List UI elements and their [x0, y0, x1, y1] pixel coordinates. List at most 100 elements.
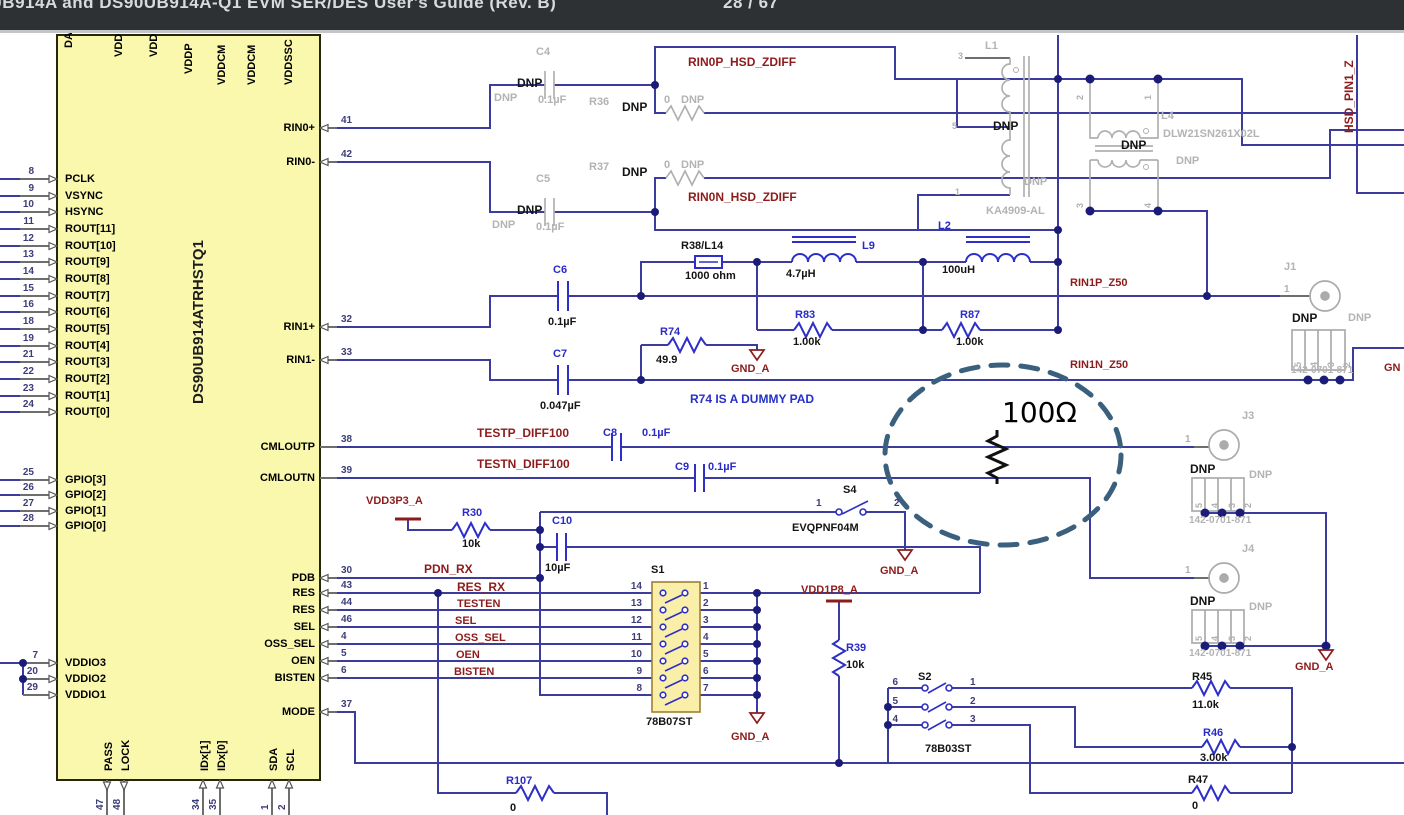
component-ref-r47: R47 — [1188, 774, 1209, 786]
component-ref-s2: S2 — [918, 671, 932, 683]
dnp-flag-l4: DNP — [1121, 138, 1147, 152]
net-label-res-rx: RES_RX — [457, 580, 506, 594]
pin-label: ROUT[2] — [65, 373, 110, 385]
pdf-viewer-topbar: DS90UB914A and DS90UB914A-Q1 EVM SER/DES… — [0, 0, 1404, 30]
j3-shield-pin-number: 4 — [1210, 502, 1220, 508]
s2-pin-number: 5 — [892, 696, 898, 707]
ferrite-bead-symbol — [694, 255, 723, 269]
dnp-symbols — [544, 56, 1159, 226]
component-ref-r107: R107 — [506, 775, 533, 787]
switch-s2-contacts[interactable] — [921, 682, 953, 731]
s1-pin-number: 5 — [703, 649, 709, 660]
pin-number: 46 — [341, 614, 353, 625]
s2-pin-number: 2 — [970, 696, 976, 707]
component-ref-r87: R87 — [960, 309, 981, 321]
dnp-flag-c5: DNP — [517, 203, 543, 217]
component-ref-r74: R74 — [660, 326, 681, 338]
pin-label: VDDP — [183, 43, 195, 74]
pin-number: 44 — [341, 597, 353, 608]
dnp-flag-l4-gray: DNP — [1176, 155, 1200, 167]
s1-pin-number: 11 — [631, 632, 642, 643]
net-label-sel: SEL — [455, 615, 477, 627]
s1-pin-number: 1 — [703, 581, 709, 592]
dnp-flag-c4: DNP — [517, 76, 543, 90]
component-part-j3: 142-0701-871 — [1189, 515, 1252, 526]
component-value-r45: 11.0k — [1192, 699, 1219, 711]
pin-number: 18 — [22, 316, 34, 327]
component-part-s4: EVQPNF04M — [792, 522, 859, 534]
component-ref-j4: J4 — [1242, 543, 1255, 555]
pin-label: MODE — [282, 706, 315, 718]
s1-pin-number: 10 — [630, 649, 642, 660]
component-value-r38: 1000 ohm — [685, 270, 736, 282]
s2-pin-number: 1 — [970, 677, 976, 688]
pin-number: 13 — [22, 249, 34, 260]
s1-pin-number: 2 — [703, 598, 709, 609]
component-value-c5: 0.1µF — [536, 221, 565, 233]
component-ref-c6: C6 — [553, 264, 568, 276]
net-label-rin0p: RIN0P_HSD_ZDIFF — [688, 55, 797, 69]
pin-label: VDD — [113, 33, 125, 57]
choke-phase-dot — [1143, 128, 1149, 134]
pin-label: RIN1- — [286, 354, 315, 366]
s1-pin-number: 8 — [636, 683, 642, 694]
net-label-rin0n: RIN0N_HSD_ZDIFF — [688, 190, 797, 204]
pin-label: RIN1+ — [283, 321, 316, 333]
net-label-bisten: BISTEN — [454, 666, 495, 678]
dnp-flag-j1: DNP — [1292, 311, 1318, 325]
pin-label: IDx[0] — [216, 740, 228, 771]
page-edge-shadow — [0, 30, 1404, 33]
wires — [0, 35, 1404, 815]
switch-s4-contacts[interactable] — [835, 500, 869, 516]
pin-label: SCL — [285, 749, 297, 771]
j1-shield-pin-number: 3 — [1326, 361, 1336, 367]
pin-label: CMLOUTN — [260, 472, 315, 484]
net-label-hsd-pin1: HSD_PIN1_Z — [1342, 60, 1356, 133]
pin-label: RES — [292, 587, 315, 599]
pin-label: GPIO[2] — [65, 489, 106, 501]
pin-label: VDDIO3 — [65, 657, 106, 669]
pin-label: SEL — [293, 621, 315, 633]
component-value-r36: 0 — [664, 94, 671, 106]
pin-number: 5 — [341, 648, 347, 659]
pin-number: 48 — [112, 798, 123, 810]
pin-number: 26 — [22, 482, 34, 493]
component-ref-r46: R46 — [1203, 727, 1224, 739]
pin-number: 6 — [341, 665, 347, 676]
component-value-r107: 0 — [510, 802, 517, 814]
component-value-c10: 10µF — [545, 562, 571, 574]
component-ref-l1: L1 — [985, 40, 998, 52]
pin-number: 24 — [22, 399, 34, 410]
dnp-flag-j3: DNP — [1190, 462, 1216, 476]
component-value-r39: 10k — [846, 659, 865, 671]
pin-number: 42 — [341, 149, 353, 160]
pin-number: 16 — [22, 299, 34, 310]
s2-pin-number: 4 — [892, 714, 898, 725]
component-ref-r39: R39 — [846, 642, 867, 654]
pin-label: ROUT[10] — [65, 240, 116, 252]
pin-label: ROUT[5] — [65, 323, 110, 335]
net-label-pdn-rx: PDN_RX — [424, 562, 473, 576]
pin-number: 15 — [22, 283, 34, 294]
component-ref-c5: C5 — [536, 173, 551, 185]
l4-pin-number: 3 — [1075, 202, 1085, 208]
dip-switch-s1-contacts[interactable] — [659, 589, 689, 706]
s4-pin2-number: 2 — [894, 498, 900, 509]
pin-label: VDDSSC — [283, 39, 295, 85]
dip-switch-s1-body[interactable] — [651, 581, 701, 713]
pin-label: ROUT[1] — [65, 390, 110, 402]
pin-number: 10 — [22, 199, 34, 210]
s1-pin-number: 3 — [703, 615, 709, 626]
j1-pin1-number: 1 — [1284, 284, 1290, 295]
pin-number: 30 — [341, 565, 353, 576]
s1-pin-number: 4 — [703, 632, 709, 643]
annotation-resistor-symbol — [984, 430, 1010, 484]
dnp-flag-c4-gray: DNP — [494, 92, 518, 104]
pin-number: 2 — [277, 804, 288, 810]
component-ref-r83: R83 — [795, 309, 816, 321]
component-value-c4: 0.1µF — [538, 94, 567, 106]
s1-pin-number: 13 — [630, 598, 642, 609]
pin-label: VSYNC — [65, 190, 103, 202]
